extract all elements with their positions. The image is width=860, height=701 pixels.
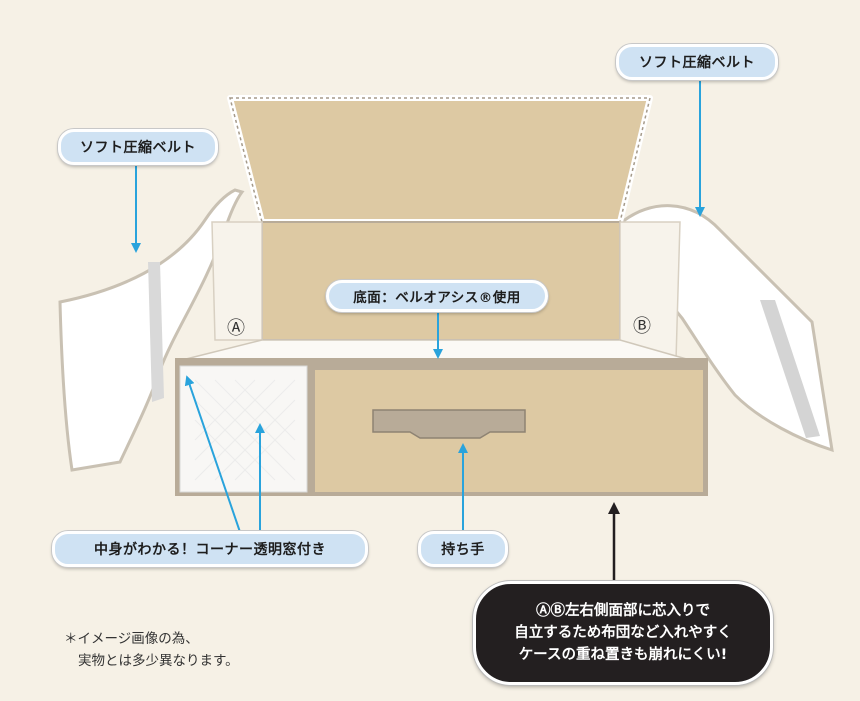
side-mark-b: Ⓑ <box>633 316 651 337</box>
side-mark-a: Ⓐ <box>227 318 245 339</box>
label-handle-text: 持ち手 <box>441 542 485 558</box>
quilted-bottom <box>181 339 691 361</box>
label-belt-left: ソフト圧縮ベルト <box>58 129 218 165</box>
label-bottom-material-text: 底面：ベルオアシス®使用 <box>353 290 521 306</box>
open-lid <box>227 95 653 225</box>
label-belt-left-text: ソフト圧縮ベルト <box>80 140 196 156</box>
handle <box>372 409 526 439</box>
side-panel-b <box>619 221 681 361</box>
feature-callout: ⒶⒷ左右側面部に芯入りで 自立するため布団など入れやすく ケースの重ね置きも崩れ… <box>473 581 773 685</box>
disclaimer-note: ＊イメージ画像の為、 実物とは多少異なります。 <box>64 628 239 672</box>
label-bottom-material: 底面：ベルオアシス®使用 <box>326 280 548 312</box>
label-handle: 持ち手 <box>418 531 508 567</box>
disclaimer-line1: ＊イメージ画像の為、 <box>64 631 199 647</box>
label-window-text: 中身がわかる！コーナー透明窓付き <box>94 542 326 558</box>
feature-callout-line3: ケースの重ね置きも崩れにくい! <box>518 647 728 663</box>
label-window: 中身がわかる！コーナー透明窓付き <box>52 531 368 567</box>
left-compression-belt <box>58 188 245 472</box>
feature-callout-line2: 自立するため布団など入れやすく <box>514 625 732 641</box>
label-belt-right-text: ソフト圧縮ベルト <box>639 55 755 71</box>
feature-callout-line1: ⒶⒷ左右側面部に芯入りで <box>536 603 710 619</box>
arrow-window-1 <box>184 375 241 533</box>
label-belt-right: ソフト圧縮ベルト <box>616 44 778 80</box>
disclaimer-line2: 実物とは多少異なります。 <box>78 653 239 669</box>
